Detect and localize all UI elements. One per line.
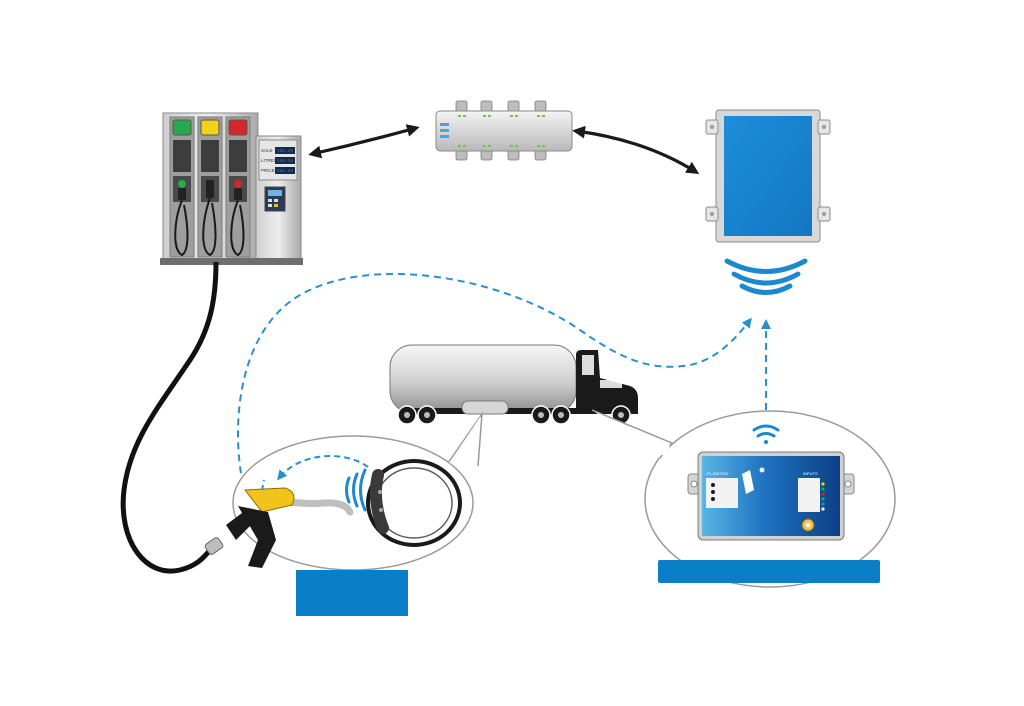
link-arrow-hub-controller — [572, 125, 700, 175]
fuel-hose — [120, 261, 219, 574]
display-label-litres: LITRES — [261, 158, 277, 163]
rfid-ring-tag-icon — [366, 459, 462, 547]
display-value-litres: 888.88 — [277, 158, 294, 164]
link-arrow-dispenser-hub — [308, 124, 420, 159]
dispenser-display: SALE 888.88 LITRES 888.88 PRICE 888.88 — [261, 147, 295, 174]
board-leds — [821, 482, 825, 511]
board-wireless-icon — [752, 424, 780, 444]
dashed-path-nozzle-up — [261, 479, 265, 491]
tanker-truck-icon — [389, 344, 638, 425]
controller-panel-icon — [705, 109, 831, 243]
truck-fuel-tank — [461, 400, 509, 415]
dashed-path-nozzle-to-receiver — [236, 273, 752, 486]
board-label-box — [658, 560, 880, 583]
ring-wireless-icon — [345, 468, 367, 512]
lamp-red — [228, 119, 248, 136]
electronics-board-icon: FL-DMT200 INPUTS — [687, 451, 855, 541]
lamp-green — [172, 119, 192, 136]
fuel-nozzle-icon — [204, 487, 354, 568]
fuel-dispenser-icon: SALE 888.88 LITRES 888.88 PRICE 888.88 — [160, 112, 303, 265]
nozzle-label-box — [296, 570, 408, 616]
board-left-header: FL-DMT200 — [707, 471, 729, 476]
network-hub-icon — [435, 100, 573, 161]
wireless-signal-icon — [724, 258, 808, 295]
display-value-price: 888.88 — [277, 168, 294, 174]
lamp-yellow — [200, 119, 220, 136]
display-label-price: PRICE — [261, 168, 275, 173]
display-label-sale: SALE — [261, 148, 273, 153]
board-right-header: INPUTS — [803, 471, 818, 476]
display-value-sale: 888.88 — [277, 148, 294, 154]
